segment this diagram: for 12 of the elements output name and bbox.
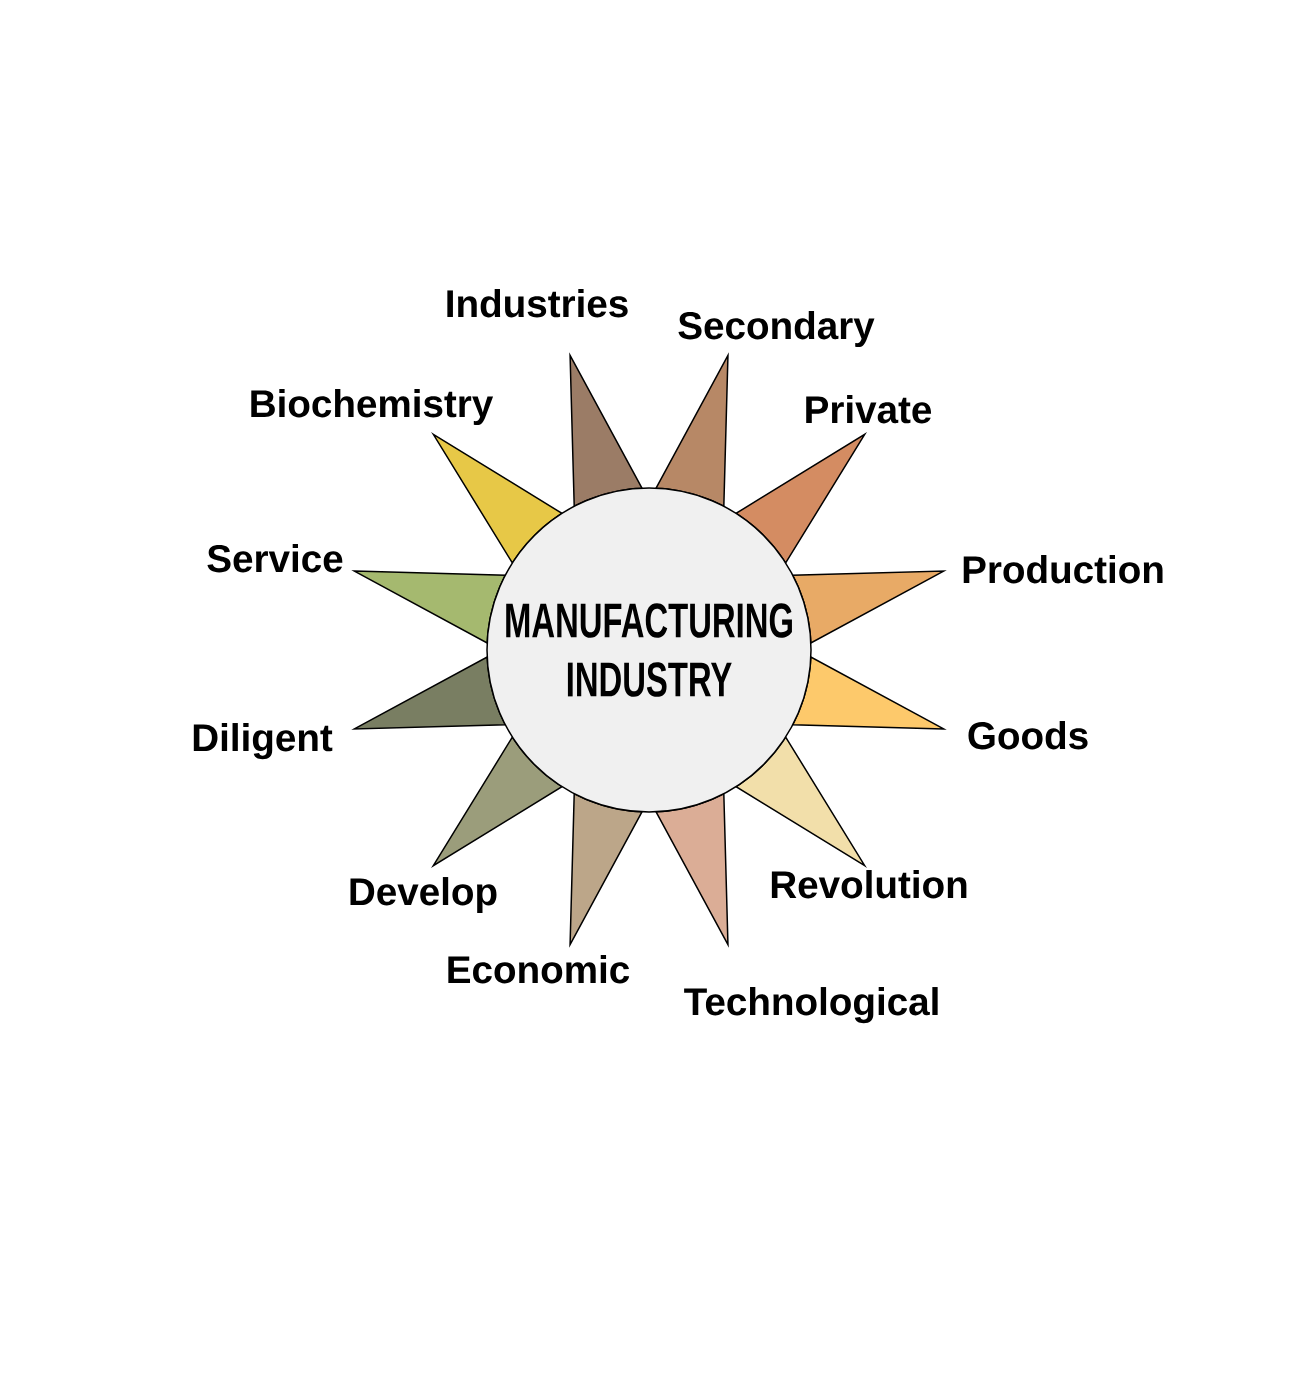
ray-label: Industries	[447, 289, 628, 318]
ray-label: Biochemistry	[251, 389, 494, 425]
ray-label: Goods	[968, 721, 1088, 750]
ray-label: Economic	[448, 955, 630, 984]
ray-label: Private	[806, 395, 932, 424]
ray-label: Develop	[350, 877, 497, 913]
ray-label: Production	[963, 555, 1163, 584]
ray-label: Service	[207, 544, 343, 573]
ray-label: Technological	[684, 987, 938, 1024]
ray-label: Diligent	[193, 723, 333, 760]
ray-label: Secondary	[678, 311, 875, 347]
ray-label: Revolution	[771, 870, 967, 899]
